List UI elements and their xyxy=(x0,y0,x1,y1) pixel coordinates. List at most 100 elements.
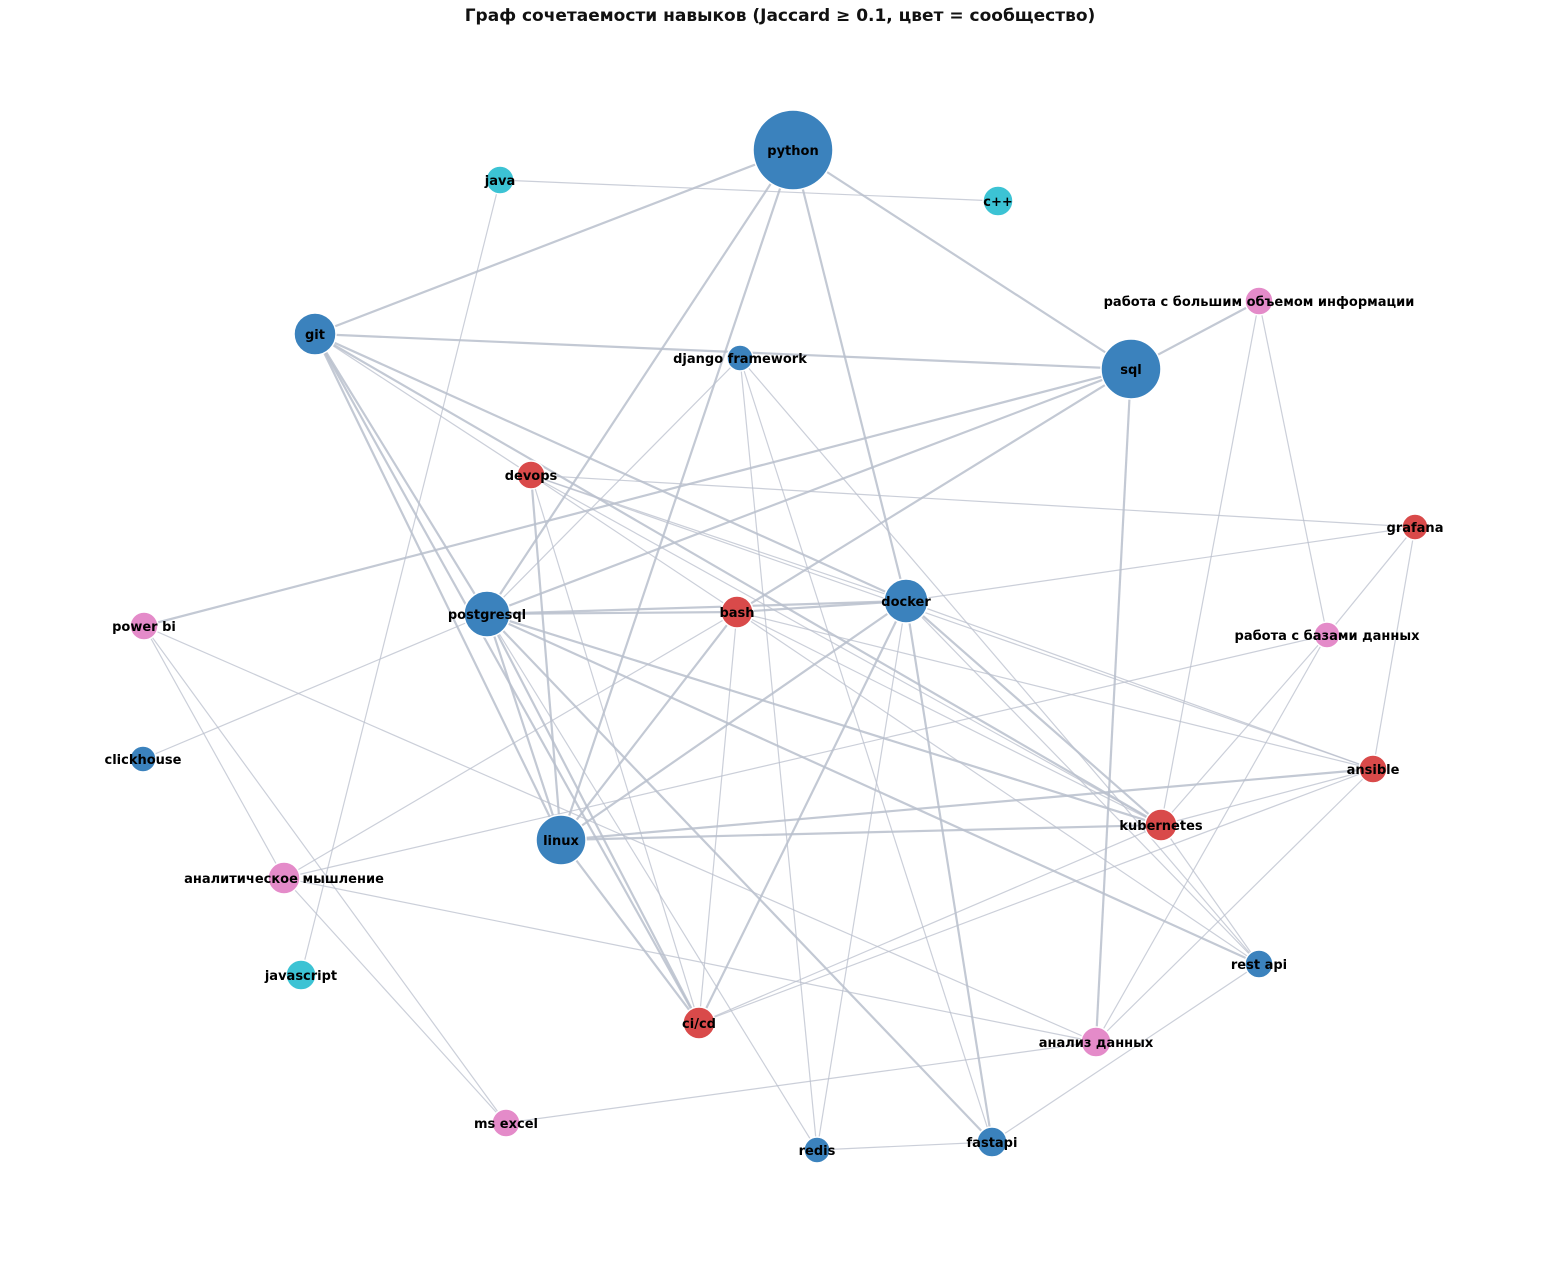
node-label-msexcel: ms excel xyxy=(474,1117,538,1132)
node-layer xyxy=(129,109,1429,1164)
node-javascript xyxy=(285,959,317,991)
node-label-java: java xyxy=(484,174,515,189)
edge-devops-grafana xyxy=(530,474,1416,528)
node-clickhouse xyxy=(129,745,157,773)
edge-grafana-ansible xyxy=(1372,526,1416,770)
edge-kubernetes-cicd xyxy=(698,824,1162,1024)
node-ansible xyxy=(1358,754,1388,784)
edge-bash-kubernetes xyxy=(736,611,1162,826)
node-big xyxy=(1244,286,1274,316)
edge-sql-bash xyxy=(736,368,1132,613)
node-redis xyxy=(803,1136,831,1164)
edge-python-git xyxy=(314,148,794,336)
edge-python-sql xyxy=(792,149,1132,370)
node-docker xyxy=(883,578,929,624)
chart-title: Граф сочетаемости навыков (Jaccard ≥ 0.1… xyxy=(464,6,1096,26)
edge-git-kubernetes xyxy=(314,333,1162,826)
node-label-postgresql: postgresql xyxy=(448,608,526,623)
node-postgresql xyxy=(463,590,511,638)
node-label-sql: sql xyxy=(1120,363,1142,378)
node-django xyxy=(726,344,754,372)
node-label-cpp: c++ xyxy=(983,195,1013,210)
node-python xyxy=(752,109,834,191)
node-kubernetes xyxy=(1144,808,1178,842)
edge-django-redis xyxy=(739,357,818,1151)
edge-java-cpp xyxy=(499,179,999,202)
edge-python-linux xyxy=(559,149,795,841)
edge-analysis-msexcel xyxy=(505,1041,1097,1124)
node-label-fastapi: fastapi xyxy=(967,1136,1018,1151)
node-label-big: работа с большим объемом информации xyxy=(1104,295,1415,310)
node-label-git: git xyxy=(305,328,325,343)
edge-git-docker xyxy=(314,332,907,603)
edge-analyt-msexcel xyxy=(283,877,507,1124)
edge-django-restapi xyxy=(739,357,1260,965)
node-label-docker: docker xyxy=(881,595,931,610)
edge-linux-kubernetes xyxy=(560,823,1162,842)
node-label-ansible: ansible xyxy=(1347,763,1400,778)
edge-django-postgresql xyxy=(486,357,741,615)
edge-postgresql-linux xyxy=(485,613,563,841)
node-label-dbwork: работа с базами данных xyxy=(1235,629,1421,644)
node-label-python: python xyxy=(767,144,818,159)
edge-linux-cicd xyxy=(560,839,700,1024)
edge-big-dbwork xyxy=(1258,300,1328,636)
node-label-cicd: ci/cd xyxy=(682,1017,716,1032)
node-fastapi xyxy=(976,1126,1008,1158)
edge-devops-bash xyxy=(530,474,738,613)
node-label-javascript: javascript xyxy=(264,969,337,984)
node-label-bash: bash xyxy=(719,606,754,621)
node-msexcel xyxy=(491,1108,521,1138)
node-label-kubernetes: kubernetes xyxy=(1119,819,1203,834)
node-cpp xyxy=(982,185,1014,217)
edge-bash-ansible xyxy=(736,611,1374,770)
node-label-restapi: rest api xyxy=(1231,958,1287,973)
edge-ansible-cicd xyxy=(698,768,1374,1024)
edge-kubernetes-restapi xyxy=(1160,824,1260,965)
edge-powerbi-msexcel xyxy=(143,625,507,1124)
edge-docker-linux xyxy=(560,600,907,841)
edge-redis-fastapi xyxy=(816,1141,993,1151)
edge-postgresql-fastapi xyxy=(486,613,993,1143)
edge-bash-analyt xyxy=(283,611,738,879)
node-label-linux: linux xyxy=(543,834,579,849)
edge-docker-ansible xyxy=(905,600,1374,770)
edge-fastapi-restapi xyxy=(991,963,1260,1143)
edge-docker-cicd xyxy=(698,600,907,1024)
edge-java-javascript xyxy=(300,179,501,976)
edge-big-kubernetes xyxy=(1160,300,1260,826)
edge-analyt-analysis xyxy=(283,877,1097,1043)
node-bash xyxy=(720,595,754,629)
edge-docker-kubernetes xyxy=(905,600,1162,826)
edge-python-docker xyxy=(791,149,908,602)
edge-bash-linux xyxy=(560,611,738,841)
edge-git-devops xyxy=(314,333,532,476)
node-label-grafana: grafana xyxy=(1387,521,1444,536)
edge-devops-ansible xyxy=(530,474,1374,770)
edge-postgresql-docker xyxy=(486,599,907,616)
node-restapi xyxy=(1244,949,1274,979)
edge-ansible-linux xyxy=(560,767,1374,842)
node-label-redis: redis xyxy=(799,1144,836,1159)
node-label-powerbi: power bi xyxy=(112,620,176,635)
edge-powerbi-analyt xyxy=(143,625,285,879)
edge-dbwork-analyt xyxy=(283,634,1328,879)
node-label-django: django framework xyxy=(673,352,807,367)
edge-dbwork-analysis xyxy=(1095,634,1328,1043)
node-powerbi xyxy=(129,611,159,641)
edge-layer xyxy=(142,148,1416,1151)
node-analyt xyxy=(267,861,301,895)
edge-git-sql xyxy=(314,332,1132,371)
node-label-analyt: аналитическое мышление xyxy=(184,872,384,887)
edge-git-linux xyxy=(314,333,562,841)
edge-postgresql-kubernetes xyxy=(486,612,1162,827)
edge-ansible-kubernetes xyxy=(1160,768,1374,826)
edge-devops-docker xyxy=(530,474,907,602)
edge-django-fastapi xyxy=(739,357,993,1143)
node-grafana xyxy=(1401,513,1429,541)
edge-dbwork-kubernetes xyxy=(1160,634,1328,826)
edge-bash-cicd xyxy=(698,611,738,1024)
edge-docker-restapi xyxy=(905,600,1260,965)
label-layer: python java c++ работа с большим объемом ин… xyxy=(105,144,1444,1159)
edge-sql-powerbi xyxy=(143,367,1132,628)
